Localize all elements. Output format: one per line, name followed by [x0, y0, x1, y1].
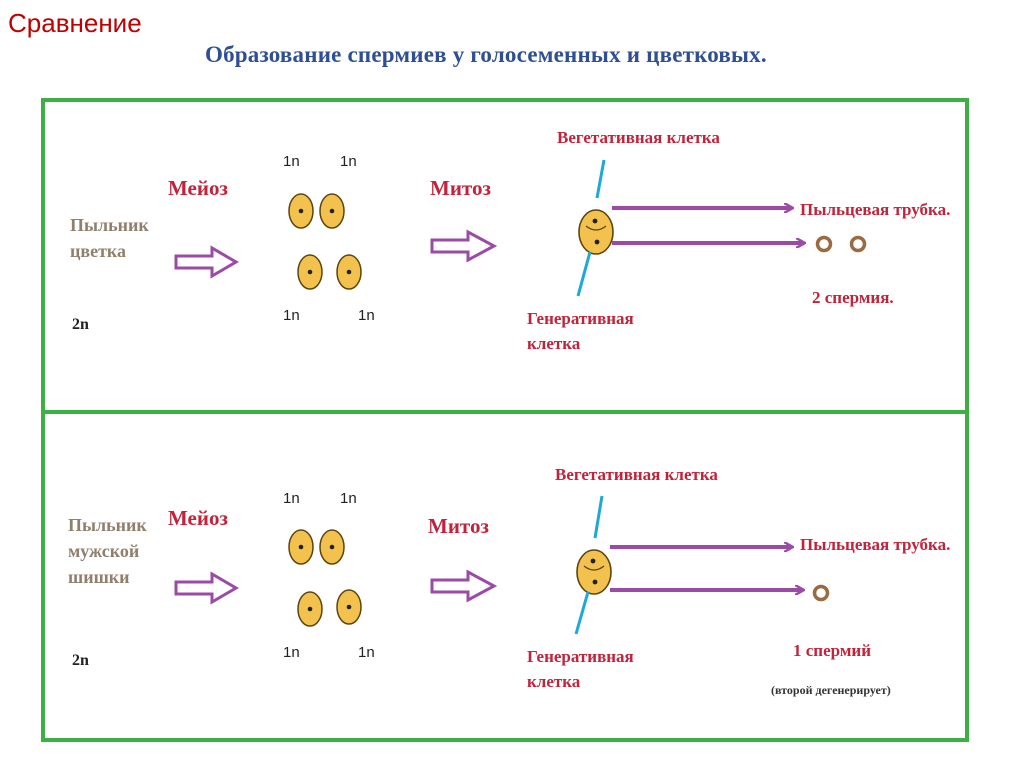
- row2-sperm-note: (второй дегенерирует): [771, 683, 891, 697]
- row1-haploid-label: 1n: [358, 307, 375, 324]
- row2-haploid-label: 1n: [283, 490, 300, 507]
- row1-sperm-result: 2 спермия.: [812, 288, 894, 307]
- row2-generative-cell-label: Генеративная клетка: [527, 644, 634, 694]
- row1-generative-cell-label: Генеративная клетка: [527, 306, 634, 356]
- row1-generative-pointer: [576, 251, 592, 297]
- row1-source-line: цветка: [70, 241, 127, 261]
- row2-meiosis-label: Мейоз: [168, 506, 228, 530]
- gymnosperm-panel: [41, 410, 969, 742]
- row2-source-line: Пыльник: [68, 515, 147, 535]
- row1-generative-line: клетка: [527, 334, 581, 353]
- row2-generative-line: клетка: [527, 672, 581, 691]
- row1-vegetative-pointer: [595, 159, 606, 199]
- row2-sperm-result: 1 спермий: [793, 641, 872, 660]
- slide-subtitle: Образование спермиев у голосеменных и цв…: [205, 42, 767, 67]
- row1-haploid-label: 1n: [340, 153, 357, 170]
- row2-mitosis-arrow: [430, 569, 498, 603]
- row2-pollen-grain-icon: [576, 549, 612, 595]
- row1-mitosis-arrow: [430, 229, 498, 263]
- row2-source-line: мужской: [68, 541, 140, 561]
- row1-ploidy: 2n: [72, 316, 89, 333]
- row1-haploid-label: 1n: [283, 153, 300, 170]
- row2-haploid-label: 1n: [340, 490, 357, 507]
- row1-pollen-grain-icon: [578, 209, 614, 255]
- row1-microspores: [288, 193, 362, 290]
- row2-meiosis-arrow: [174, 571, 239, 605]
- row2-source-line: шишки: [68, 567, 130, 587]
- row2-vegetative-pointer: [593, 495, 604, 539]
- row1-source-label: Пыльник цветка: [70, 212, 149, 264]
- row2-vegetative-cell-label: Вегетативная клетка: [555, 465, 718, 484]
- row1-meiosis-arrow: [174, 245, 239, 279]
- row2-ploidy: 2n: [72, 652, 89, 669]
- row2-mitosis-label: Митоз: [428, 514, 489, 538]
- slide-heading: Сравнение: [8, 8, 142, 38]
- row2-haploid-label: 1n: [283, 644, 300, 661]
- row2-microspores: [288, 529, 362, 627]
- sperm-icon: [849, 235, 867, 253]
- sperm-icon: [815, 235, 833, 253]
- row2-haploid-label: 1n: [358, 644, 375, 661]
- sperm-icon: [812, 584, 830, 602]
- row2-generative-line: Генеративная: [527, 647, 634, 666]
- row1-mitosis-label: Митоз: [430, 176, 491, 200]
- row2-generative-pointer: [574, 591, 590, 635]
- row1-source-line: Пыльник: [70, 215, 149, 235]
- row1-pollen-tube-label: Пыльцевая трубка.: [800, 200, 951, 219]
- row2-pollen-tube-label: Пыльцевая трубка.: [800, 535, 951, 554]
- row1-meiosis-label: Мейоз: [168, 176, 228, 200]
- row1-haploid-label: 1n: [283, 307, 300, 324]
- row2-source-label: Пыльник мужской шишки: [68, 512, 147, 590]
- row1-generative-line: Генеративная: [527, 309, 634, 328]
- row1-vegetative-cell-label: Вегетативная клетка: [557, 128, 720, 147]
